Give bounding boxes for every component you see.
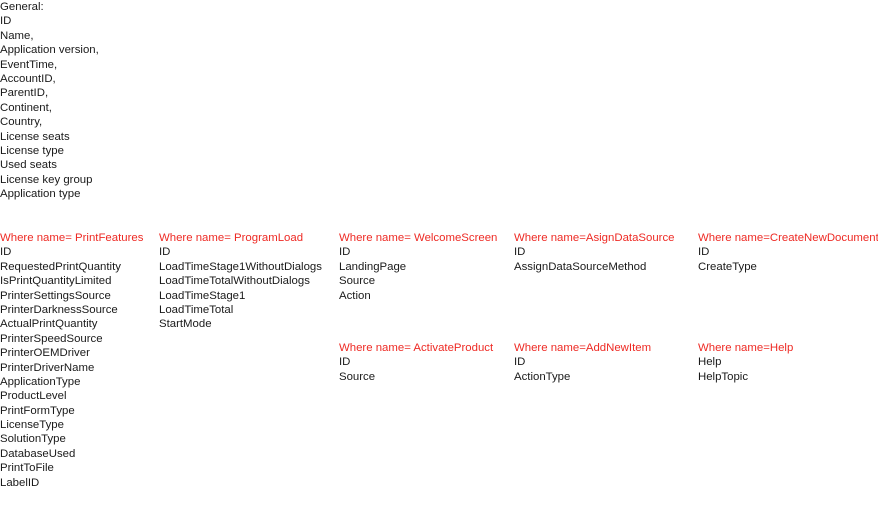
general-field: Country, (0, 116, 43, 129)
section-field: ID (514, 246, 526, 259)
section-field: HelpTopic (698, 370, 749, 383)
section-field: DatabaseUsed (0, 447, 76, 460)
section-field: ID (0, 246, 12, 259)
section-field: ID (514, 356, 526, 369)
section-field: PrinterDriverName (0, 361, 95, 374)
section-title: Where name= WelcomeScreen (339, 232, 498, 244)
section-field: CreateType (698, 260, 757, 273)
section-field: LoadTimeTotalWithoutDialogs (159, 275, 310, 288)
section-field: Source (339, 370, 376, 383)
section-field: ActualPrintQuantity (0, 318, 98, 331)
section-title: Where name= ProgramLoad (159, 232, 304, 244)
section-field: RequestedPrintQuantity (0, 260, 121, 273)
general-field: Name, (0, 29, 34, 42)
general-field: Continent, (0, 101, 52, 114)
section-field: PrinterSettingsSource (0, 289, 111, 302)
section-field: LicenseType (0, 419, 64, 432)
section-title: Where name=AsignDataSource (514, 232, 675, 244)
section-field: PrinterOEMDriver (0, 347, 90, 360)
section-field: LabelID (0, 476, 40, 489)
section-field: Help (698, 356, 722, 369)
section-field: LoadTimeStage1 (159, 289, 246, 302)
section-field: StartMode (159, 318, 212, 331)
section-field: PrintToFile (0, 462, 54, 475)
section-field: SolutionType (0, 433, 66, 446)
general-field: License key group (0, 173, 93, 186)
section-field: LoadTimeTotal (159, 303, 234, 316)
section-field: ProductLevel (0, 390, 67, 403)
section-field: AssignDataSourceMethod (514, 260, 647, 273)
general-heading: General: (0, 1, 44, 13)
section-field: IsPrintQuantityLimited (0, 275, 112, 288)
section-title: Where name=AddNewItem (514, 342, 652, 354)
section-field: Source (339, 275, 376, 288)
section-field: ApplicationType (0, 375, 81, 388)
general-field: EventTime, (0, 58, 58, 71)
section-field: PrintFormType (0, 404, 75, 417)
section-title: Where name=Help (698, 342, 794, 354)
section-title: Where name= PrintFeatures (0, 232, 144, 244)
general-field: Application type (0, 188, 81, 201)
section-title: Where name=CreateNewDocument (698, 232, 878, 244)
general-field: AccountID, (0, 72, 56, 85)
general-field: ParentID, (0, 87, 49, 100)
section-field: ID (698, 246, 710, 259)
general-field: License seats (0, 130, 70, 143)
section-field: ID (339, 246, 351, 259)
general-field: Used seats (0, 159, 57, 172)
general-field: ID (0, 15, 12, 28)
section-title: Where name= ActivateProduct (339, 342, 494, 354)
section-field: ID (339, 356, 351, 369)
section-field: ActionType (514, 370, 571, 383)
section-field: PrinterDarknessSource (0, 303, 118, 316)
section-field: PrinterSpeedSource (0, 332, 103, 345)
section-field: LoadTimeStage1WithoutDialogs (159, 260, 322, 273)
section-field: Action (339, 289, 371, 302)
general-field: License type (0, 144, 64, 157)
section-field: LandingPage (339, 260, 407, 273)
general-field: Application version, (0, 44, 99, 57)
section-field: ID (159, 246, 171, 259)
